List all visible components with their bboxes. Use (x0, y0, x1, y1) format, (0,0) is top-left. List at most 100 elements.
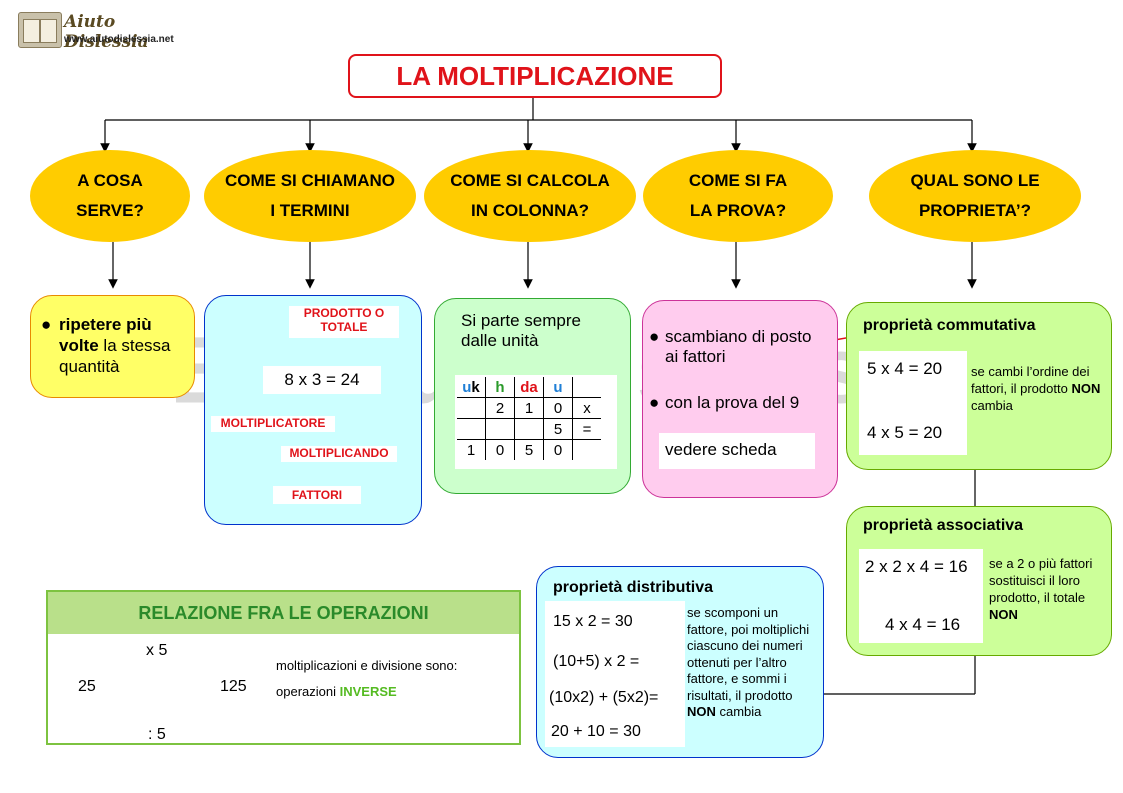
associativa-eq1-rest: x 4 = 16 (901, 557, 968, 576)
table-row: 5 = (457, 418, 601, 440)
header-k-part: k (471, 378, 480, 396)
cell (457, 418, 486, 440)
relazione-text2-prefix: operazioni (276, 684, 340, 699)
distributiva-desc-suffix: cambia (715, 704, 762, 719)
associativa-eq1: 2 x 2 x 4 = 16 (865, 557, 968, 577)
distributiva-desc-bold: NON (687, 704, 716, 719)
bullet-icon: ● (41, 315, 52, 334)
header-u-text: u (553, 378, 563, 396)
header-u: u (543, 377, 573, 398)
relazione-text2-bold: INVERSE (339, 684, 397, 699)
fattori-label: FATTORI (273, 486, 361, 504)
column-table-wrapper: uk h da u 2 1 0 x 5 = 1 0 (455, 375, 617, 469)
oval-line: COME SI CHIAMANO (225, 171, 395, 190)
distributiva-desc: se scomponi un fattore, poi moltiplichi … (687, 605, 821, 721)
page-title: LA MOLTIPLICAZIONE (348, 54, 722, 98)
property-box-commutativa: proprietà commutativa 5 x 4 = 20 4 x 5 =… (846, 302, 1112, 470)
oval-line: COME SI CALCOLA (450, 171, 610, 190)
associativa-desc-bold: NON (989, 607, 1018, 622)
prova-item-1: ● scambiano di posto ai fattori (649, 327, 829, 367)
distributiva-equations: 15 x 2 = 30 (10+5) x 2 = (10x2) + (5x2)=… (545, 601, 685, 747)
question-oval-proprieta: QUAL SONO LE PROPRIETA’? (869, 150, 1081, 242)
distributiva-eq4: 20 + 10 = 30 (551, 723, 641, 740)
cell: = (572, 418, 601, 440)
commutativa-desc-suffix: cambia (971, 398, 1013, 413)
header-h-text: h (495, 378, 505, 396)
relazione-text1: moltiplicazioni e divisione sono: (276, 658, 458, 673)
serve-rest: la stessa quantità (59, 336, 171, 376)
cell: 0 (543, 397, 573, 419)
distributiva-eq3: (10x2) + (5x2)= (549, 689, 659, 706)
oval-line: PROPRIETA’? (918, 201, 1032, 220)
relazione-left: 25 (78, 678, 96, 695)
vedere-scheda-link[interactable]: vedere scheda (659, 433, 815, 469)
associativa-eq1-underlined: 2 x 2 (865, 557, 902, 576)
bullet-icon: ● (649, 327, 660, 346)
moltiplicatore-label: MOLTIPLICATORE (211, 416, 335, 432)
question-oval-prova: COME SI FA LA PROVA? (643, 150, 833, 242)
prova-item-2: ● con la prova del 9 (649, 393, 829, 413)
oval-line: A COSA (77, 171, 143, 190)
oval-line: COME SI FA (688, 171, 788, 190)
relazione-bottom: : 5 (148, 726, 166, 743)
associativa-title: proprietà associativa (863, 517, 1024, 534)
prova-item-1-text: scambiano di posto ai fattori (665, 327, 812, 366)
cell (514, 418, 544, 440)
relazione-text2: operazioni INVERSE (276, 684, 397, 699)
associativa-equations: 2 x 2 x 4 = 16 4 x 4 = 16 (859, 549, 983, 643)
serve-text: ● ripetere più volte la stessa quantità (41, 314, 191, 377)
answer-box-colonna: Si parte sempre dalle unità uk h da u 2 … (434, 298, 631, 494)
commutativa-eq2: 4 x 5 = 20 (867, 423, 943, 442)
cell: 0 (543, 439, 573, 460)
distributiva-eq2: (10+5) x 2 = (553, 653, 640, 670)
oval-line: I TERMINI (270, 201, 350, 220)
table-header-row: uk h da u (457, 377, 601, 398)
cell: 1 (457, 439, 486, 460)
logo-url: www.aiutodislessia.net (64, 34, 174, 45)
book-icon (18, 12, 62, 48)
relazione-title: RELAZIONE FRA LE OPERAZIONI (48, 592, 519, 634)
answer-box-serve: ● ripetere più volte la stessa quantità (30, 295, 195, 398)
commutativa-title: proprietà commutativa (863, 317, 1036, 334)
relazione-panel: RELAZIONE FRA LE OPERAZIONI x 5 25 125 :… (46, 590, 521, 745)
distributiva-desc-prefix: se scomponi un fattore, poi moltiplichi … (687, 605, 810, 703)
header-op (572, 377, 601, 398)
cell (485, 418, 515, 440)
commutativa-desc: se cambi l’ordine dei fattori, il prodot… (971, 363, 1105, 414)
cell (457, 397, 486, 419)
question-oval-colonna: COME SI CALCOLA IN COLONNA? (424, 150, 636, 242)
property-box-associativa: proprietà associativa 2 x 2 x 4 = 16 4 x… (846, 506, 1112, 656)
header-da: da (514, 377, 544, 398)
oval-line: QUAL SONO LE (910, 171, 1040, 190)
cell: 5 (514, 439, 544, 460)
oval-line: IN COLONNA? (470, 201, 590, 220)
prova-item-2-text: con la prova del 9 (665, 393, 800, 412)
logo-name: Aiuto Dislessia (64, 12, 149, 52)
question-oval-termini: COME SI CHIAMANO I TERMINI (204, 150, 416, 242)
table-row: 1 0 5 0 (457, 439, 602, 461)
answer-box-prova: ● scambiano di posto ai fattori ● con la… (642, 300, 838, 498)
cell: 2 (485, 397, 515, 419)
commutativa-desc-bold: NON (1071, 381, 1101, 396)
cell (573, 440, 602, 461)
distributiva-title: proprietà distributiva (553, 579, 714, 596)
bullet-icon: ● (649, 393, 660, 412)
oval-line: SERVE? (76, 201, 144, 220)
header-uk: uk (457, 377, 486, 398)
commutativa-eq1: 5 x 4 = 20 (867, 359, 943, 378)
cell: 1 (514, 397, 544, 419)
commutativa-equations: 5 x 4 = 20 4 x 5 = 20 (859, 351, 967, 455)
header-u-part: u (462, 378, 472, 396)
serve-bold: ripetere più volte (59, 315, 152, 355)
property-box-distributiva: proprietà distributiva 15 x 2 = 30 (10+5… (536, 566, 824, 758)
header-h: h (485, 377, 515, 398)
relazione-right: 125 (220, 678, 247, 695)
distributiva-eq1: 15 x 2 = 30 (553, 613, 633, 630)
commutativa-desc-prefix: se cambi l’ordine dei fattori, il prodot… (971, 364, 1090, 396)
associativa-desc-prefix: se a 2 o più fattori sostituisci il loro… (989, 556, 1093, 605)
colonna-intro: Si parte sempre dalle unità (461, 311, 581, 350)
table-row: 2 1 0 x (457, 397, 601, 419)
answer-box-termini: PRODOTTO O TOTALE 8 x 3 = 24 MOLTIPLICAT… (204, 295, 422, 525)
relazione-top: x 5 (146, 642, 168, 659)
site-logo[interactable]: Aiuto Dislessia www.aiutodislessia.net (18, 10, 188, 52)
